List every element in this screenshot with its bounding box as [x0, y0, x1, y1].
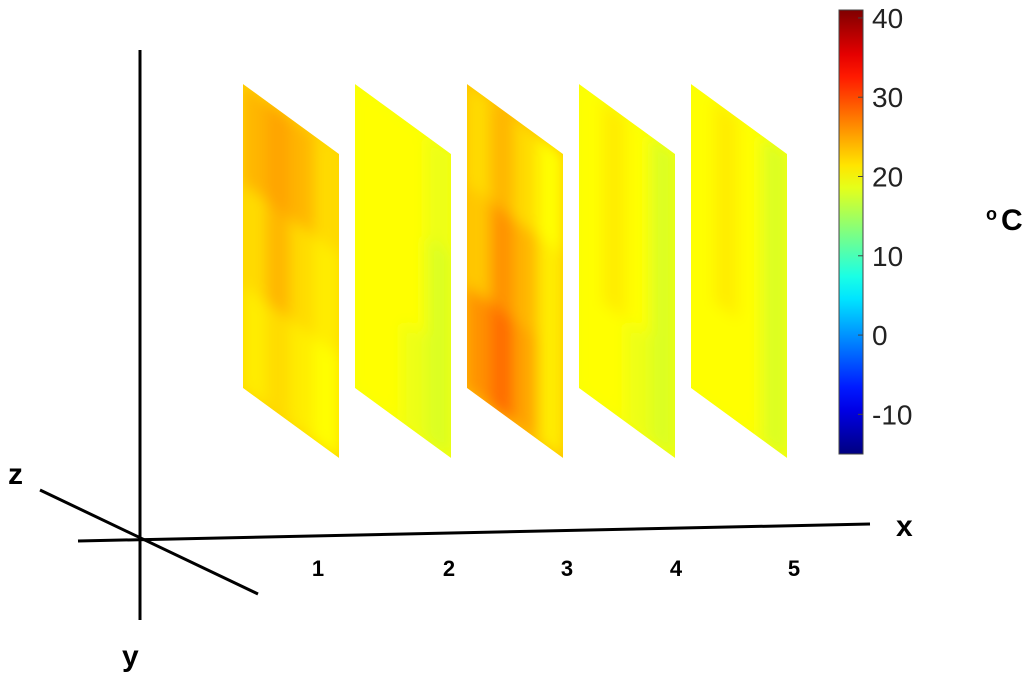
x-tick-labels: 1 2 3 4 5 [312, 556, 800, 581]
colorbar-tick-label: 0 [872, 320, 888, 351]
slice-cell [762, 235, 787, 359]
slice-cell [738, 319, 764, 443]
slice-cell [626, 117, 652, 240]
slice-cell [467, 284, 492, 408]
slice-cell [650, 134, 675, 258]
slice-cells [579, 84, 675, 458]
slice-cell [490, 99, 516, 223]
slice-cells [467, 84, 563, 458]
slice-3 [467, 84, 563, 458]
colorbar-tick-label: 20 [872, 162, 903, 193]
slice-cell [602, 200, 628, 324]
slice-cell [650, 235, 675, 359]
slice-cell [691, 183, 716, 307]
slice-cell [314, 235, 339, 359]
colorbar-gradient [838, 9, 864, 455]
slice-cell [514, 117, 540, 240]
slice-cell [426, 337, 451, 458]
slice-cell [490, 302, 516, 425]
colorbar-tick-label: 40 [872, 3, 903, 34]
slice-cell [626, 319, 652, 443]
slice-cell [490, 200, 516, 324]
slice-cell [266, 200, 292, 324]
slice-cell [290, 319, 316, 443]
slice-cell [467, 84, 492, 205]
slice-cell [243, 84, 268, 205]
slice-cell [738, 117, 764, 240]
slice-5 [691, 84, 787, 458]
slice-cell [514, 218, 540, 342]
slice-cell [266, 99, 292, 223]
slice-cell [579, 183, 604, 307]
slice-cells [691, 84, 787, 458]
slice-cell [602, 99, 628, 223]
slice-cell [691, 284, 716, 408]
slice-cells [355, 84, 451, 458]
colorbar-tick-label: 10 [872, 241, 903, 272]
colorbar-ticks: 40 30 20 10 0 -10 [858, 3, 912, 430]
slice-cell [290, 218, 316, 342]
unit-celsius-letter: C [1001, 204, 1023, 237]
slice-cell [314, 337, 339, 458]
slice-1 [243, 84, 339, 458]
x-axis-label: x [896, 510, 913, 543]
slice-cell [538, 134, 563, 258]
slice-cell [579, 84, 604, 205]
slice-cell [650, 337, 675, 458]
slice-cell [243, 284, 268, 408]
slice-cell [266, 302, 292, 425]
colorbar-tick-label: -10 [872, 399, 912, 430]
slice-cells [243, 84, 339, 458]
slice-2 [355, 84, 451, 458]
slice-cell [290, 117, 316, 240]
slice-cell [714, 302, 740, 425]
slice-cell [691, 84, 716, 205]
axes-group: x y z [8, 50, 913, 673]
slice-cell [402, 218, 428, 342]
x-axis-line [77, 522, 871, 543]
slice-cell [355, 183, 380, 307]
colorbar-tick-label: 30 [872, 82, 903, 113]
slice-cell [762, 337, 787, 458]
slice-cell [714, 200, 740, 324]
x-tick-label: 4 [670, 556, 683, 581]
slice-cell [538, 337, 563, 458]
unit-degree-superscript: o [986, 204, 997, 224]
slice-cell [402, 319, 428, 443]
slice-cell [355, 84, 380, 205]
slice-cell [514, 319, 540, 443]
slice-cell [355, 284, 380, 408]
x-tick-label: 1 [312, 556, 324, 581]
z-axis-line [39, 488, 259, 596]
slice-cell [626, 218, 652, 342]
slice-cell [738, 218, 764, 342]
slice-cell [378, 302, 404, 425]
slice-cell [314, 134, 339, 258]
slice-4 [579, 84, 675, 458]
slice-cell [402, 117, 428, 240]
slice-cell [467, 183, 492, 307]
x-tick-label: 5 [788, 556, 800, 581]
temperature-slices [243, 84, 787, 458]
slice-cell [714, 99, 740, 223]
slice-cell [538, 235, 563, 359]
slice-cell [243, 183, 268, 307]
slice-cell [602, 302, 628, 425]
x-tick-label: 3 [561, 556, 573, 581]
x-tick-label: 2 [443, 556, 455, 581]
slice-cell [579, 284, 604, 408]
slice-cell [378, 200, 404, 324]
y-axis-label: y [122, 640, 139, 673]
slice-cell [378, 99, 404, 223]
z-axis-label: z [8, 458, 23, 491]
slice-cell [762, 134, 787, 258]
slice-cell [426, 235, 451, 359]
slice-cell [426, 134, 451, 258]
